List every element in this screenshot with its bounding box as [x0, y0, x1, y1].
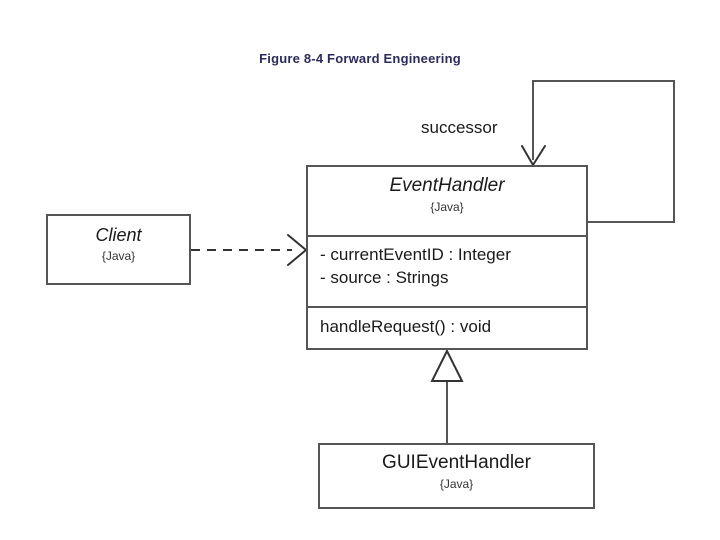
figure-title: Figure 8-4 Forward Engineering [259, 51, 461, 66]
class-box-guieventhandler[interactable]: GUIEventHandler {Java} [318, 443, 595, 509]
class-header-client: Client {Java} [48, 216, 189, 283]
class-box-client[interactable]: Client {Java} [46, 214, 191, 285]
dependency-client-to-eventhandler [191, 234, 308, 266]
class-language-tag-guieventhandler: {Java} [439, 476, 474, 491]
class-attributes-eventhandler: - currentEventID : Integer - source : St… [308, 235, 586, 306]
operation-row: handleRequest() : void [320, 317, 492, 336]
class-name-guieventhandler: GUIEventHandler [382, 452, 531, 473]
class-language-tag-eventhandler: {Java} [430, 199, 464, 214]
class-name-eventhandler: EventHandler [389, 175, 505, 196]
attribute-row: - source : Strings [320, 267, 449, 287]
attribute-row: - currentEventID : Integer [320, 245, 511, 264]
class-header-eventhandler: EventHandler {Java} [308, 167, 586, 235]
class-name-client: Client [95, 225, 142, 245]
generalization-gui-to-eventhandler [430, 348, 464, 443]
association-label-successor: successor [421, 118, 498, 137]
class-language-tag-client: {Java} [101, 248, 136, 263]
class-operations-eventhandler: handleRequest() : void [308, 306, 586, 348]
class-header-guieventhandler: GUIEventHandler {Java} [320, 445, 593, 507]
class-box-eventhandler[interactable]: EventHandler {Java} - currentEventID : I… [306, 165, 588, 350]
